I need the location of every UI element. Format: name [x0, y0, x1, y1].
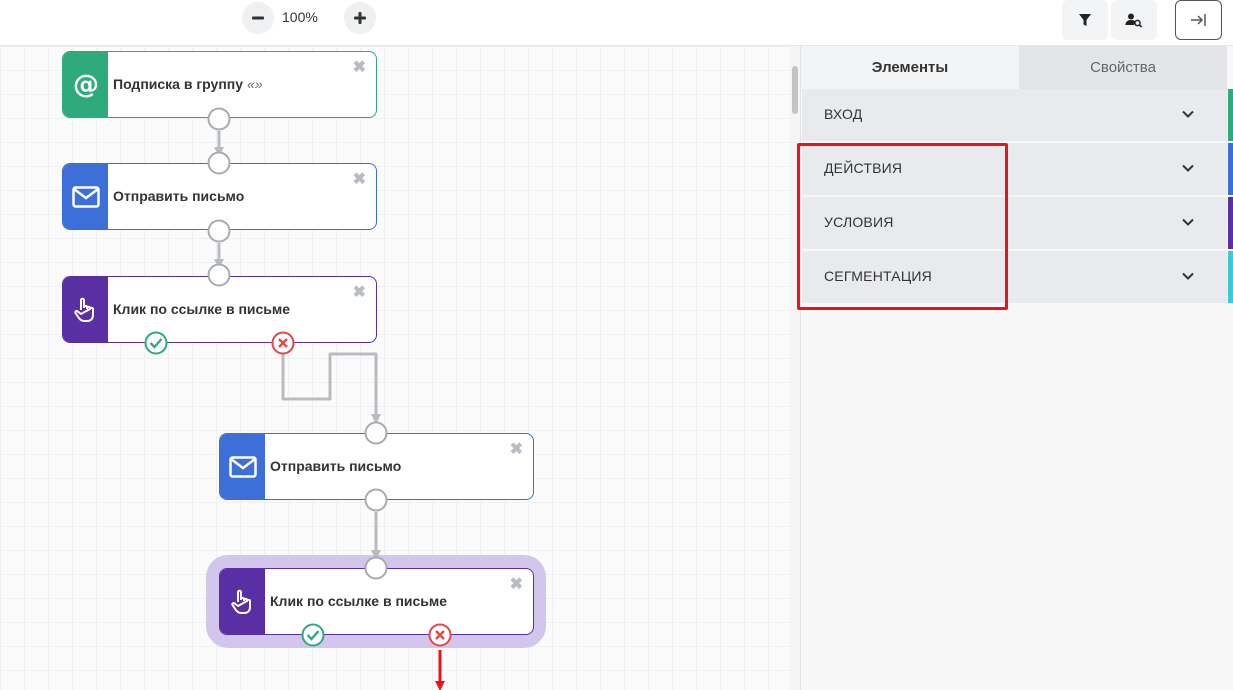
- connections-layer: [144, 107, 452, 690]
- chevron-down-icon: [1182, 272, 1194, 280]
- hand-pointer-icon: [73, 297, 94, 322]
- node-subscription-trigger[interactable]: @ Подписка в группу«» ✖: [62, 51, 377, 118]
- envelope-icon: [228, 455, 257, 478]
- node-close-icon[interactable]: ✖: [509, 576, 523, 593]
- zoom-level: 100%: [282, 9, 318, 25]
- section-entry[interactable]: ВХОД: [802, 89, 1233, 141]
- section-label: УСЛОВИЯ: [824, 214, 894, 230]
- output-port[interactable]: [364, 488, 388, 512]
- annotation-highlight-box: [797, 143, 1008, 310]
- at-icon: @: [73, 71, 99, 99]
- node-close-icon[interactable]: ✖: [352, 284, 366, 301]
- zoom-in-button[interactable]: [344, 2, 376, 34]
- node-email-link-click[interactable]: Клик по ссылке в письме ✖: [62, 276, 377, 343]
- node-close-icon[interactable]: ✖: [352, 171, 366, 188]
- no-port-cross-icon[interactable]: [428, 623, 452, 647]
- chevron-down-icon: [1182, 110, 1194, 118]
- node-label: Подписка в группу«»: [113, 76, 263, 92]
- zoom-out-button[interactable]: [242, 2, 274, 34]
- user-search-button[interactable]: [1111, 0, 1157, 40]
- envelope-icon: [71, 185, 100, 208]
- tab-properties[interactable]: Свойства: [1019, 46, 1227, 89]
- node-icon-box: [63, 277, 108, 342]
- filter-icon: [1079, 14, 1091, 26]
- collapse-panel-button[interactable]: [1175, 0, 1222, 40]
- section-color-stripe: [1228, 89, 1233, 141]
- plus-icon: [354, 12, 366, 24]
- filter-button[interactable]: [1062, 0, 1108, 40]
- node-label: Отправить письмо: [270, 458, 402, 474]
- section-color-stripe: [1228, 197, 1233, 249]
- input-port[interactable]: [364, 421, 388, 445]
- node-icon-box: [220, 434, 265, 499]
- node-icon-box: @: [63, 52, 108, 117]
- node-label: Отправить письмо: [113, 188, 245, 204]
- yes-port-check-icon[interactable]: [301, 623, 325, 647]
- canvas-scrollbar[interactable]: [790, 46, 800, 690]
- section-color-stripe: [1228, 143, 1233, 195]
- section-label: ДЕЙСТВИЯ: [824, 160, 903, 176]
- top-toolbar: 100%: [0, 0, 1233, 46]
- node-label: Клик по ссылке в письме: [113, 301, 291, 317]
- collapse-panel-icon: [1190, 14, 1206, 26]
- section-conditions[interactable]: УСЛОВИЯ: [802, 197, 1233, 249]
- node-group-quote: «»: [247, 76, 263, 92]
- hand-pointer-icon: [230, 589, 251, 614]
- output-port[interactable]: [207, 107, 231, 131]
- node-label: Клик по ссылке в письме: [270, 593, 448, 609]
- node-icon-box: [220, 569, 265, 634]
- section-color-stripe: [1228, 251, 1233, 303]
- section-label: ВХОД: [824, 106, 863, 122]
- chevron-down-icon: [1182, 164, 1194, 172]
- connector-line: [281, 352, 381, 424]
- scrollbar-thumb[interactable]: [792, 66, 798, 114]
- node-close-icon[interactable]: ✖: [352, 59, 366, 76]
- workflow-canvas[interactable]: @ Подписка в группу«» ✖ Отправить письмо…: [0, 46, 790, 690]
- user-search-icon: [1125, 13, 1143, 28]
- section-segmentation[interactable]: СЕГМЕНТАЦИЯ: [802, 251, 1233, 303]
- output-port[interactable]: [207, 219, 231, 243]
- elements-panel: Элементы Свойства ВХОД ДЕЙСТВИЯ УСЛОВИЯ …: [800, 46, 1233, 690]
- input-port[interactable]: [207, 263, 231, 287]
- no-port-cross-icon[interactable]: [271, 331, 295, 355]
- svg-text:@: @: [73, 71, 99, 99]
- node-icon-box: [63, 164, 108, 229]
- input-port[interactable]: [207, 151, 231, 175]
- tab-elements[interactable]: Элементы: [801, 46, 1019, 89]
- node-close-icon[interactable]: ✖: [509, 441, 523, 458]
- minus-icon: [252, 16, 264, 20]
- chevron-down-icon: [1182, 218, 1194, 226]
- yes-port-check-icon[interactable]: [144, 331, 168, 355]
- section-label: СЕГМЕНТАЦИЯ: [824, 268, 932, 284]
- section-actions[interactable]: ДЕЙСТВИЯ: [802, 143, 1233, 195]
- input-port[interactable]: [364, 556, 388, 580]
